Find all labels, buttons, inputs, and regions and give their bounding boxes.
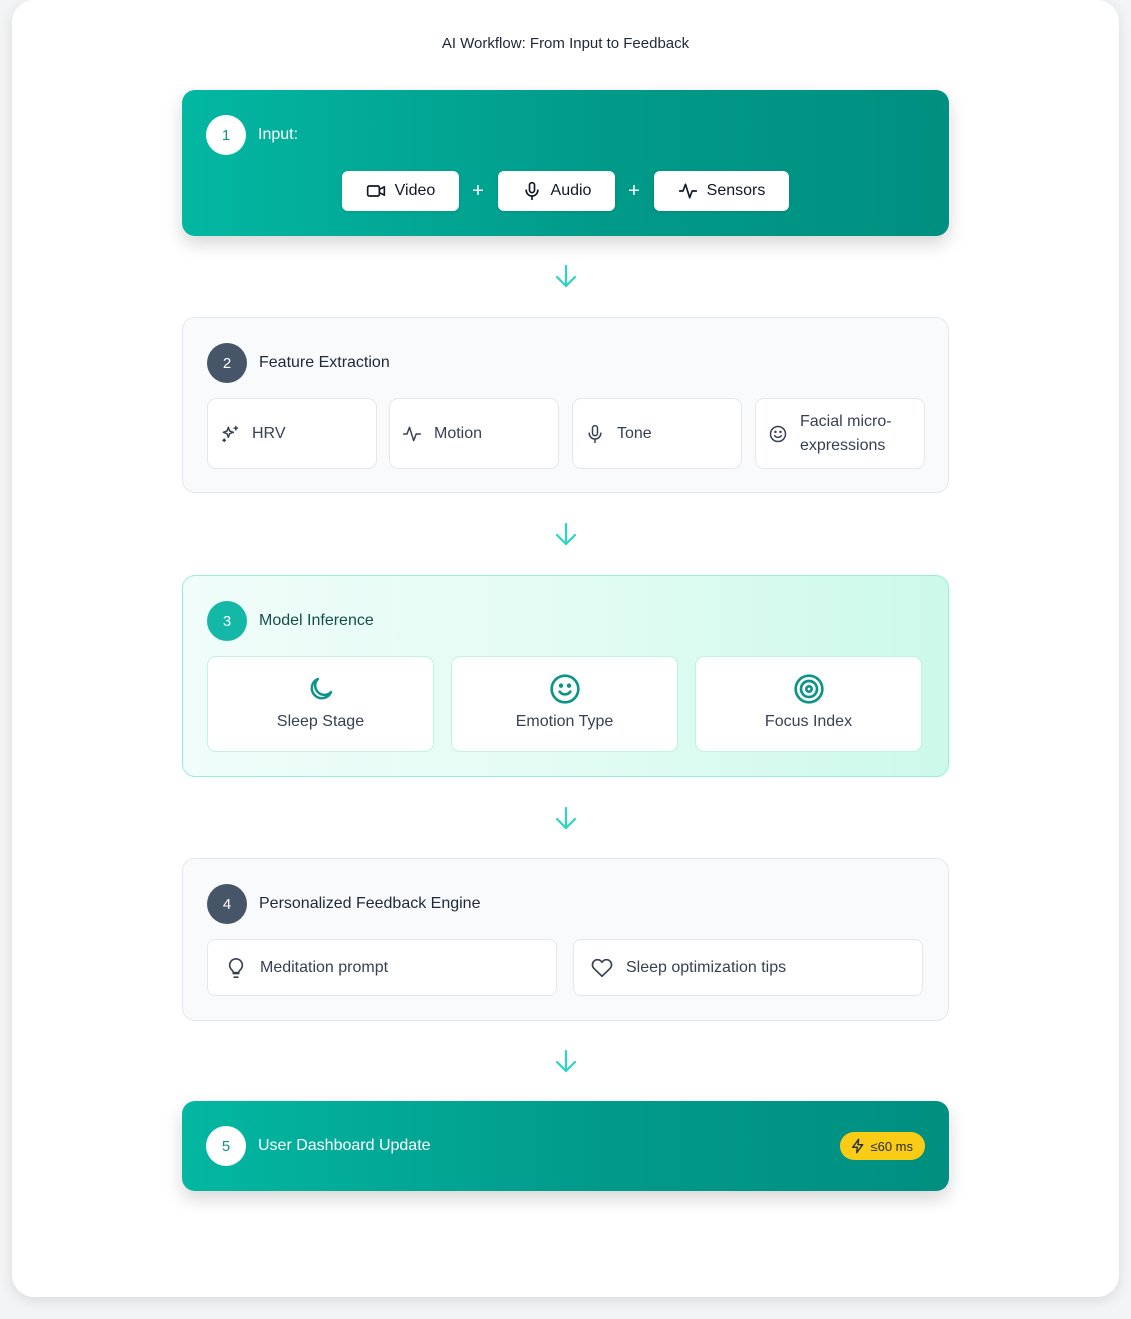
stage-dashboard-update: 5 User Dashboard Update ≤60 ms (182, 1101, 949, 1191)
output-sleep-stage: Sleep Stage (207, 656, 434, 752)
diagram-title: AI Workflow: From Input to Feedback (441, 35, 690, 52)
feature-label: Facial micro-expressions (800, 412, 892, 454)
smile-icon (769, 425, 787, 442)
stage-header: 4 Personalized Feedback Engine (207, 884, 480, 924)
target-icon (793, 674, 824, 704)
step-number: 4 (207, 884, 247, 924)
input-label: Video (394, 182, 436, 199)
smile-icon (549, 674, 580, 704)
lightbulb-icon (228, 957, 244, 978)
pulse-icon (678, 183, 697, 199)
feature-tone: Tone (572, 398, 742, 469)
input-label: Audio (550, 182, 592, 199)
output-focus-index: Focus Index (695, 656, 922, 752)
feedback-sleep-optimization: Sleep optimization tips (573, 939, 923, 996)
feedback-label: Meditation prompt (260, 958, 389, 976)
feature-motion: Motion (389, 398, 559, 469)
sparkles-icon (222, 425, 239, 442)
input-label: Sensors (706, 182, 766, 199)
step-number: 5 (206, 1126, 246, 1166)
arrow-down-icon (555, 806, 577, 830)
output-label: Focus Index (764, 713, 853, 730)
moon-icon (310, 677, 332, 700)
feedback-label: Sleep optimization tips (626, 958, 787, 976)
microphone-icon (588, 424, 602, 443)
latency-label: ≤60 ms (870, 1138, 913, 1154)
stage-feature-extraction: 2 Feature Extraction HRV Motion Tone Fac… (182, 317, 949, 493)
input-chip-sensors: Sensors (654, 171, 789, 211)
stage-header: 2 Feature Extraction (207, 343, 390, 383)
plus-separator: + (628, 179, 640, 202)
stage-label: Feature Extraction (259, 354, 390, 371)
step-number: 2 (207, 343, 247, 383)
output-label: Sleep Stage (276, 713, 365, 730)
microphone-icon (524, 181, 539, 201)
stage-feedback-engine: 4 Personalized Feedback Engine Meditatio… (182, 858, 949, 1021)
arrow-down-icon (555, 264, 577, 288)
step-number: 3 (207, 601, 247, 641)
plus-separator: + (472, 179, 484, 202)
feature-label: Tone (617, 424, 652, 442)
feature-label: Motion (434, 424, 483, 442)
stage-header: 1 Input: (206, 115, 298, 155)
stage-input: 1 Input: Video + Audio + Sensors (182, 90, 949, 236)
activity-icon (402, 426, 422, 441)
input-chip-video: Video (342, 171, 459, 211)
feedback-meditation-prompt: Meditation prompt (207, 939, 557, 996)
stage-model-inference: 3 Model Inference Sleep Stage Emotion Ty… (182, 575, 949, 777)
video-camera-icon (366, 185, 385, 197)
stage-header: 5 User Dashboard Update (206, 1126, 431, 1166)
stage-label: Personalized Feedback Engine (259, 895, 481, 912)
latency-badge: ≤60 ms (840, 1132, 925, 1160)
arrow-down-icon (555, 522, 577, 546)
stage-header: 3 Model Inference (207, 601, 374, 641)
output-emotion-type: Emotion Type (451, 656, 678, 752)
stage-label: Model Inference (259, 612, 374, 629)
lightning-icon (852, 1138, 864, 1154)
feature-label: HRV (252, 424, 286, 442)
input-chip-audio: Audio (498, 171, 615, 211)
step-number: 1 (206, 115, 246, 155)
stage-label: User Dashboard Update (258, 1137, 431, 1154)
output-label: Emotion Type (515, 713, 614, 730)
stage-label: Input: (258, 126, 299, 143)
feature-facial-micro-expressions: Facial micro-expressions (755, 398, 925, 469)
arrow-down-icon (555, 1049, 577, 1073)
feature-hrv: HRV (207, 398, 377, 469)
heart-icon (591, 958, 613, 977)
